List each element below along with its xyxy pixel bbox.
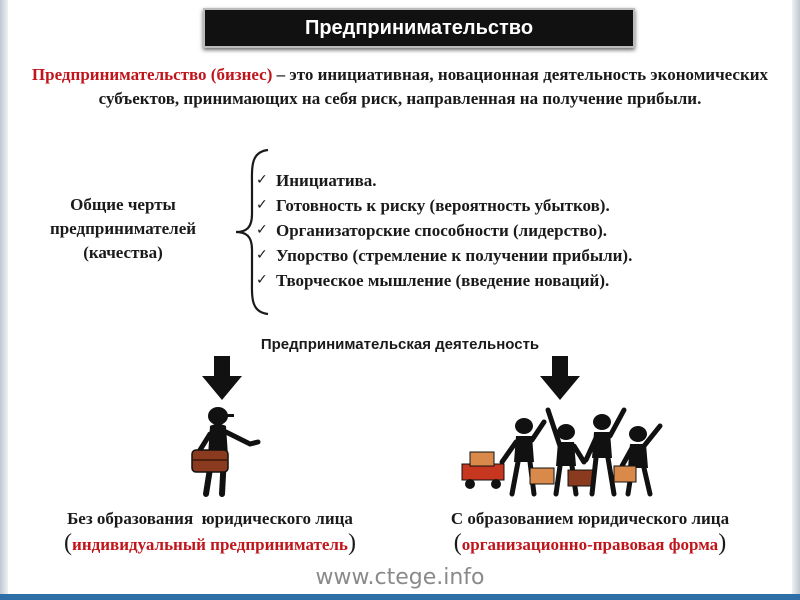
frame-left-border [0, 0, 8, 600]
entrepreneur-group-icon [461, 407, 663, 497]
check-icon: ✓ [256, 272, 268, 288]
traits-label: Общие черты предпринимателей (качества) [18, 193, 228, 265]
left-caption-red: индивидуальный предприниматель [72, 535, 348, 554]
right-caption: С образованием юридического лица (органи… [404, 507, 776, 557]
paren-open: ( [453, 530, 462, 556]
paren-close: ) [718, 530, 727, 556]
right-caption-line2: (организационно-правовая форма) [404, 531, 776, 557]
left-caption-line1: Без образования юридического лица [67, 509, 353, 528]
list-item: ✓ Творческое мышление (введение новаций). [256, 268, 632, 293]
trait-text: Готовность к риску (вероятность убытков)… [276, 196, 610, 215]
right-caption-red: организационно-правовая форма [461, 535, 719, 554]
paren-open: ( [64, 530, 73, 556]
curly-brace-icon [235, 148, 269, 316]
traits-label-line2: предпринимателей [49, 219, 197, 238]
definition-term: Предпринимательство (бизнес) [31, 65, 273, 84]
trait-text: Организаторские способности (лидерство). [276, 221, 607, 240]
list-item: ✓ Упорство (стремление к получении прибыл… [256, 243, 632, 268]
traits-label-line3: (качества) [83, 243, 163, 262]
page-title: Предпринимательство [203, 8, 635, 48]
bottom-bar [0, 594, 800, 600]
trait-text: Творческое мышление (введение новаций). [276, 271, 610, 290]
traits-list: ✓ Инициатива. ✓ Готовность к риску (вероят… [256, 168, 632, 293]
arrow-down-icon [202, 356, 242, 400]
definition-text: Предпринимательство (бизнес) – это иници… [18, 63, 782, 111]
list-item: ✓ Инициатива. [256, 168, 632, 193]
trait-text: Упорство (стремление к получении прибыли… [276, 246, 633, 265]
left-caption: Без образования юридического лица (индив… [24, 507, 396, 557]
traits-label-line1: Общие черты [70, 195, 176, 214]
paren-close: ) [347, 530, 356, 556]
right-caption-line1: С образованием юридического лица [450, 509, 730, 528]
watermark-text: www.ctege.info [315, 565, 485, 590]
left-caption-line2: (индивидуальный предприниматель) [24, 531, 396, 557]
list-item: ✓ Готовность к риску (вероятность убытков… [256, 193, 632, 218]
check-icon: ✓ [256, 247, 268, 263]
frame-right-border [792, 0, 800, 600]
check-icon: ✓ [256, 197, 268, 213]
list-item: ✓ Организаторские способности (лидерство)… [256, 218, 632, 243]
arrow-down-icon [540, 356, 580, 400]
check-icon: ✓ [256, 222, 268, 238]
entrepreneur-figure-icon [191, 407, 261, 497]
check-icon: ✓ [256, 172, 268, 188]
activity-label: Предпринимательская деятельность [260, 336, 540, 353]
trait-text: Инициатива. [276, 171, 377, 190]
definition-body: – это инициативная, новационная деятельн… [98, 65, 769, 108]
